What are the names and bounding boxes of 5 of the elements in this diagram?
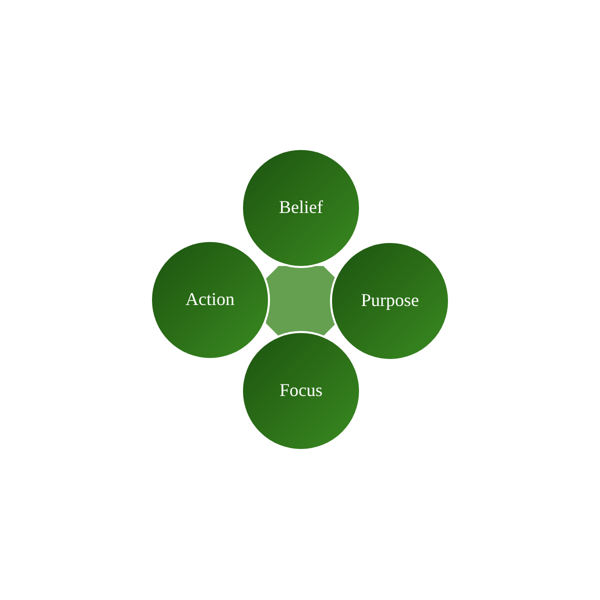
circle-label: Purpose — [361, 291, 419, 311]
center-octagon — [266, 266, 336, 336]
circle-label: Belief — [279, 198, 323, 218]
circle-label: Focus — [279, 381, 322, 401]
circle-label: Action — [186, 290, 234, 310]
